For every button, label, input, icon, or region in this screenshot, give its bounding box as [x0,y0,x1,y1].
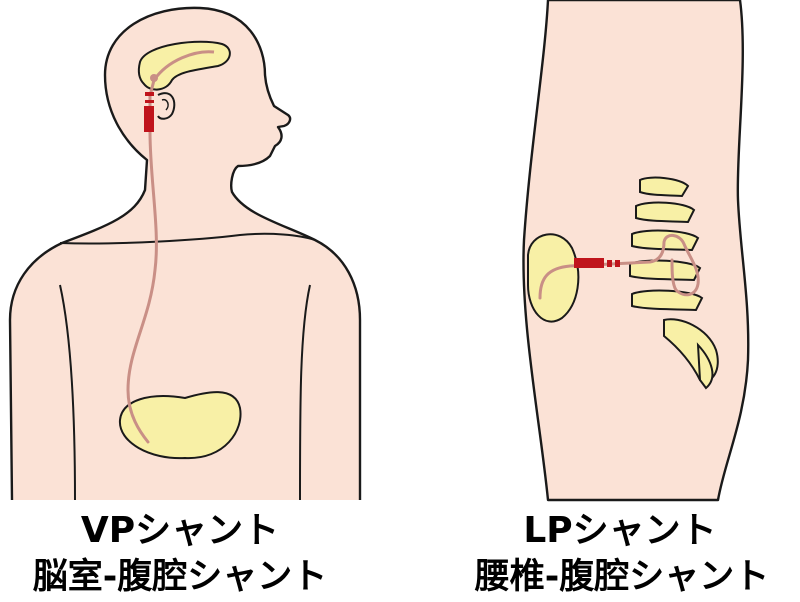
vp-chest-line [59,232,316,245]
vp-shunt-figure [8,6,362,501]
lp-body-silhouette [522,0,750,502]
lp-abdominal-cavity [527,233,580,323]
vp-body-silhouette [8,6,362,501]
vp-shunt-valve [144,92,154,132]
vp-ear [157,92,176,120]
vp-shunt-catheter [126,78,158,444]
lp-shunt-title: LPシャント [523,510,717,551]
vp-abdominal-cavity [118,391,242,460]
vp-right-arm-line [299,284,311,501]
lp-shunt-figure [522,0,750,502]
vp-shunt-subtitle: 脳室-腹腔シャント [32,557,328,597]
lp-shunt-valve [574,258,620,268]
vp-brain-ventricle [137,40,231,91]
lp-shunt-subtitle: 腰椎-腹腔シャント [474,557,770,597]
vp-shunt-title: VPシャント [80,510,280,551]
vp-left-arm-line [59,284,76,501]
